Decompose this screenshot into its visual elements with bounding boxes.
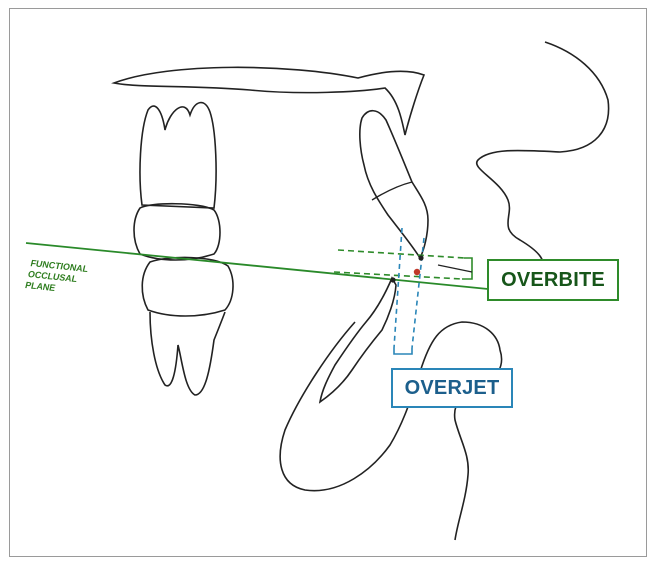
mandible-outline [280,322,501,540]
functional-occlusal-plane-line [26,243,488,289]
overbite-label: OVERBITE [487,259,619,301]
lower-incisor-tip-point [390,277,395,282]
upper-incisor [360,111,428,258]
overbite-dashed-upper [338,250,464,258]
lower-molar-roots [150,312,225,395]
upper-incisor-tip-point [418,255,423,260]
overjet-bracket [394,348,412,354]
maxilla-outline [114,67,424,135]
overbite-leader [438,265,472,272]
upper-incisor-cej [372,182,412,200]
functional-occlusal-plane-label: FUNCTIONAL OCCLUSAL PLANE [24,258,89,297]
lower-molar-crown [142,257,233,316]
overjet-label: OVERJET [391,368,513,408]
lower-incisor [320,278,396,402]
upper-molar-crown [134,204,220,260]
overbite-bracket [462,258,472,279]
incisal-contact-point [414,269,420,275]
soft-tissue-profile [477,42,609,272]
upper-molar-outline [140,103,216,208]
